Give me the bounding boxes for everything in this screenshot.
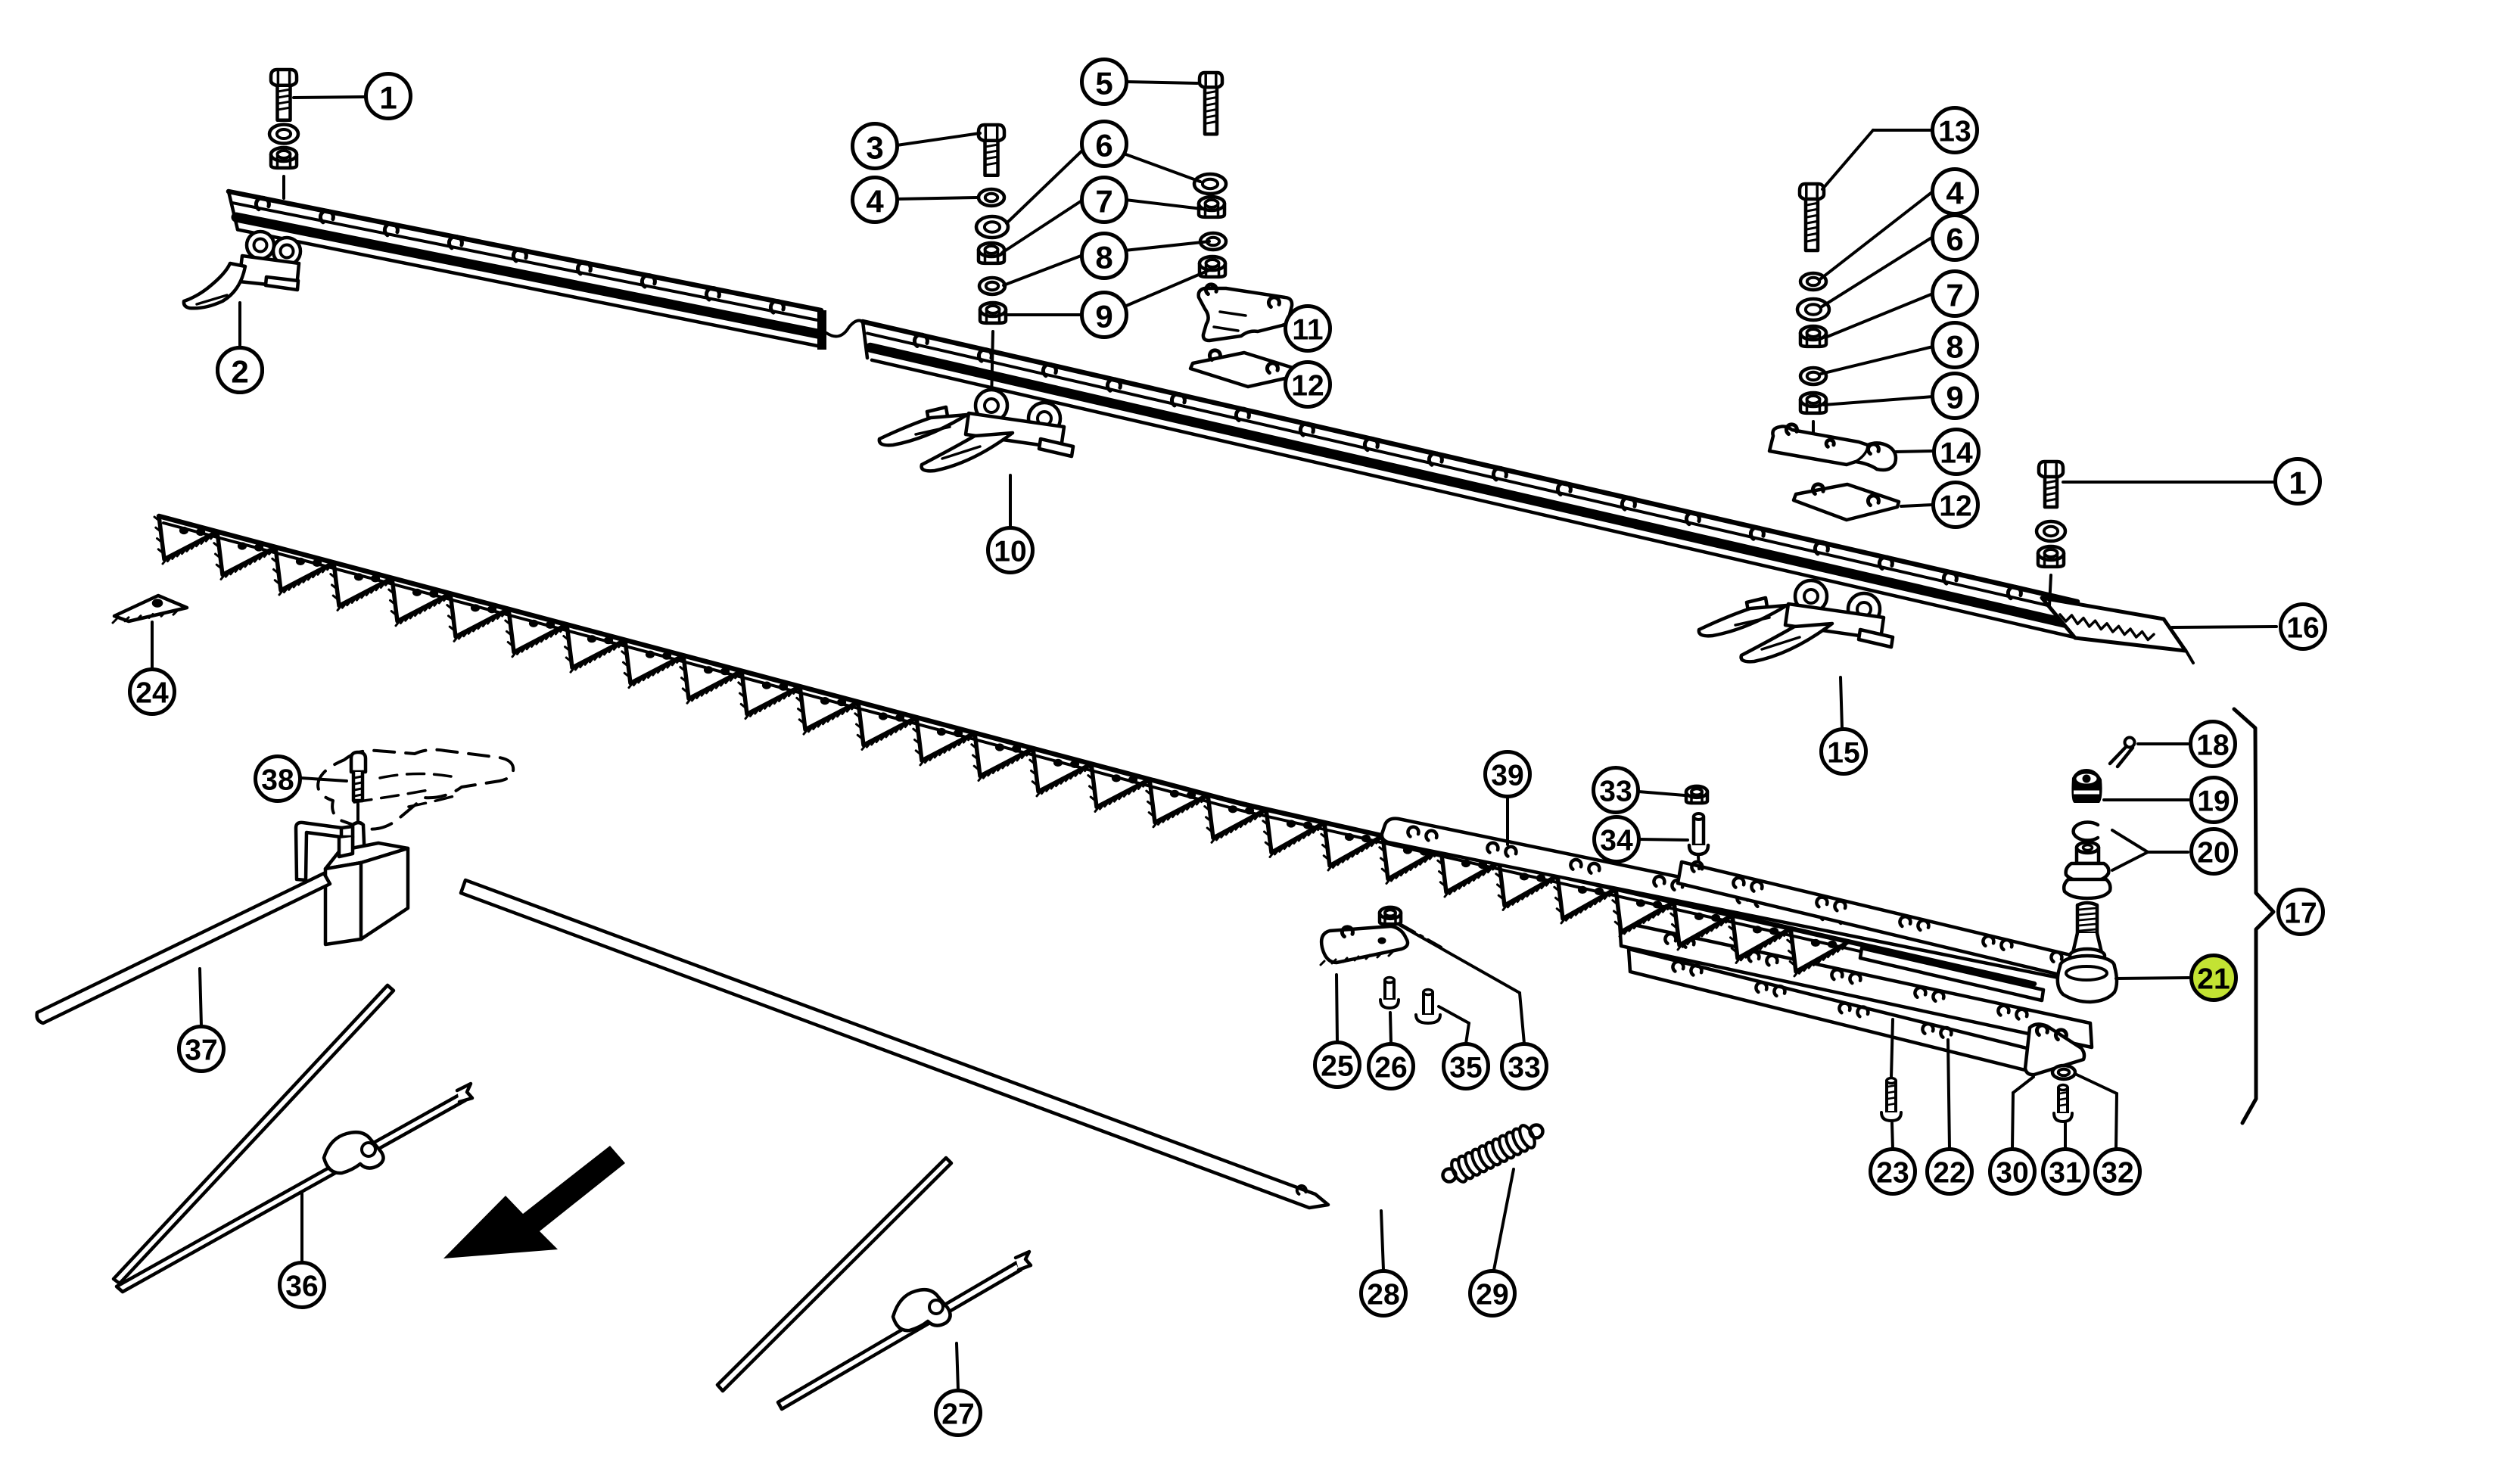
svg-text:32: 32	[2101, 1157, 2133, 1190]
svg-text:10: 10	[994, 536, 1026, 568]
svg-text:33: 33	[1508, 1052, 1540, 1084]
svg-text:14: 14	[1940, 437, 1973, 470]
svg-text:6: 6	[1095, 128, 1112, 163]
svg-text:31: 31	[2049, 1157, 2081, 1190]
svg-text:9: 9	[1946, 380, 1963, 415]
svg-text:18: 18	[2196, 730, 2229, 762]
svg-text:8: 8	[1095, 240, 1112, 275]
svg-text:39: 39	[1491, 760, 1523, 792]
svg-text:7: 7	[1946, 278, 1963, 313]
svg-text:15: 15	[1827, 737, 1859, 770]
svg-text:9: 9	[1095, 299, 1112, 334]
svg-text:25: 25	[1321, 1050, 1353, 1083]
svg-text:17: 17	[2284, 898, 2317, 930]
svg-text:4: 4	[1946, 176, 1964, 211]
svg-text:7: 7	[1095, 184, 1112, 219]
svg-text:21: 21	[2197, 963, 2230, 996]
svg-text:35: 35	[1449, 1052, 1482, 1084]
svg-text:19: 19	[2197, 786, 2230, 818]
svg-text:23: 23	[1876, 1157, 1909, 1190]
svg-text:13: 13	[1938, 116, 1971, 148]
svg-text:4: 4	[866, 184, 884, 219]
svg-text:28: 28	[1367, 1279, 1399, 1311]
svg-text:3: 3	[866, 130, 883, 166]
svg-text:20: 20	[2197, 837, 2230, 870]
svg-text:12: 12	[1939, 490, 1971, 523]
svg-text:2: 2	[231, 354, 248, 390]
svg-text:33: 33	[1599, 776, 1632, 808]
svg-text:38: 38	[261, 764, 294, 797]
svg-text:1: 1	[2289, 465, 2306, 501]
svg-text:30: 30	[1996, 1157, 2028, 1190]
svg-text:34: 34	[1600, 825, 1633, 857]
svg-text:5: 5	[1095, 66, 1112, 101]
svg-text:37: 37	[185, 1034, 217, 1067]
svg-text:11: 11	[1292, 314, 1323, 347]
svg-text:27: 27	[941, 1398, 974, 1431]
svg-text:29: 29	[1476, 1279, 1508, 1311]
svg-text:24: 24	[135, 677, 169, 710]
svg-text:22: 22	[1933, 1157, 1965, 1190]
svg-text:6: 6	[1946, 222, 1963, 257]
svg-text:8: 8	[1946, 329, 1963, 365]
svg-text:1: 1	[379, 80, 397, 116]
svg-text:26: 26	[1374, 1052, 1407, 1084]
svg-text:12: 12	[1291, 370, 1324, 403]
svg-text:16: 16	[2286, 612, 2319, 645]
svg-text:36: 36	[285, 1271, 318, 1303]
